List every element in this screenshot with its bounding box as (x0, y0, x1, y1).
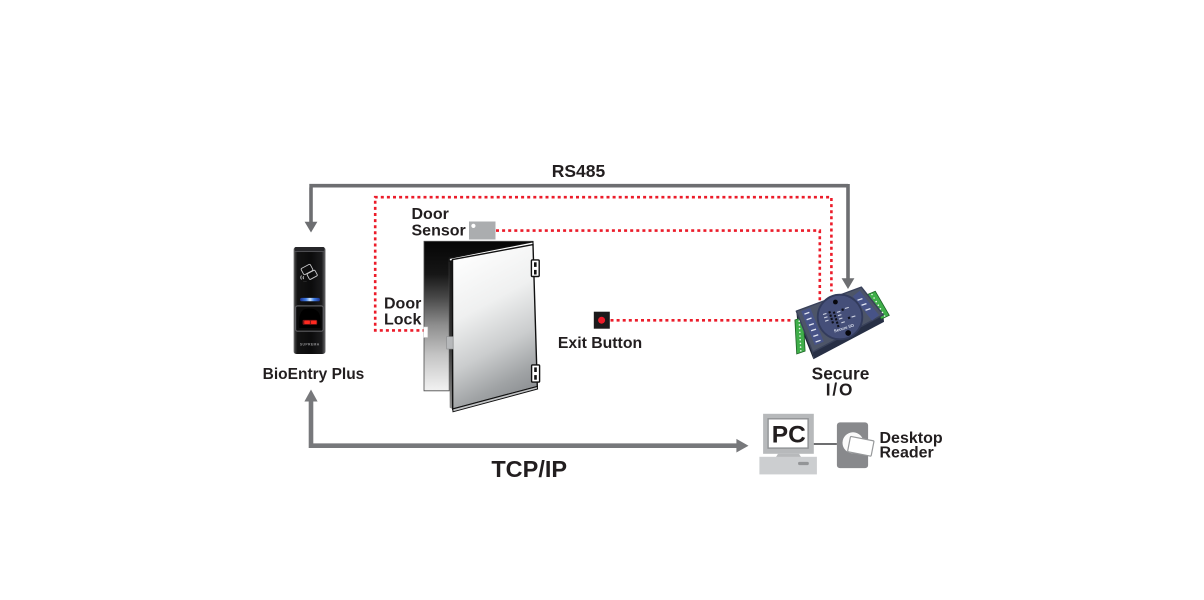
svg-text:Exit Button: Exit Button (558, 335, 642, 352)
svg-text:Secure: Secure (812, 363, 870, 383)
svg-text:SUPREMA: SUPREMA (300, 343, 320, 347)
svg-text:Door: Door (412, 206, 449, 223)
svg-text:Sensor: Sensor (412, 223, 466, 240)
svg-text:TCP/IP: TCP/IP (491, 456, 567, 482)
svg-text:Lock: Lock (384, 312, 421, 329)
svg-text:Secure I/O: Secure I/O (833, 322, 855, 333)
svg-text:I/O: I/O (826, 380, 854, 400)
svg-text:BioEntry Plus: BioEntry Plus (263, 366, 365, 383)
svg-text:....: .... (304, 280, 307, 283)
svg-text:Desktop: Desktop (880, 430, 943, 447)
svg-text:RS485: RS485 (552, 161, 606, 181)
svg-text:Reader: Reader (880, 445, 934, 462)
svg-text:PC: PC (772, 422, 806, 449)
svg-text:Door: Door (384, 296, 421, 313)
